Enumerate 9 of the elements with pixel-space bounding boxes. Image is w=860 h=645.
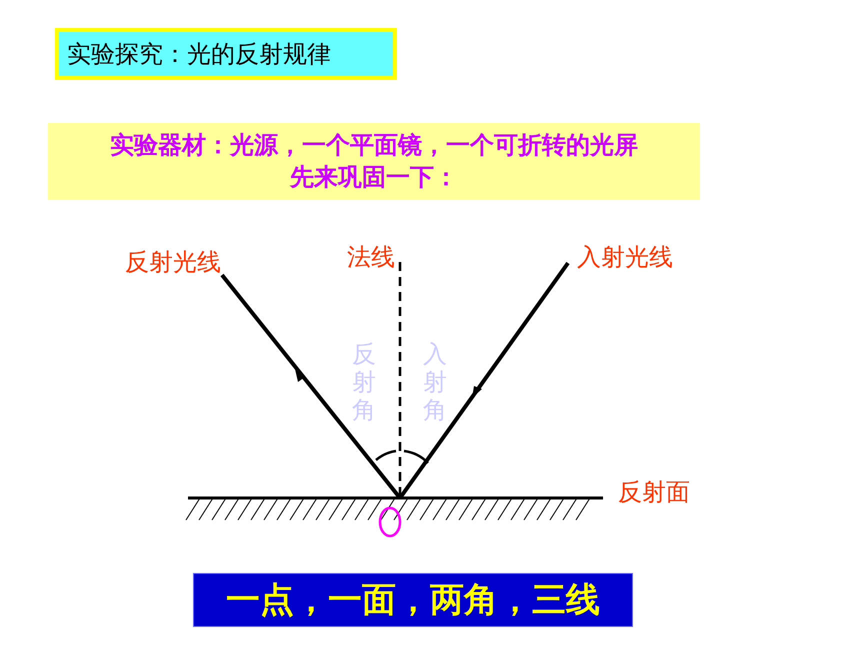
title-box: 实验探究：光的反射规律 bbox=[55, 28, 397, 80]
normal-label: 法线 bbox=[347, 243, 395, 271]
materials-box bbox=[48, 123, 700, 200]
text-line: 先来巩固一下： bbox=[290, 162, 458, 193]
text-line: 实验器材：光源，一个平面镜，一个可折转的光屏 bbox=[110, 130, 638, 161]
ray-label: 反射光线 bbox=[125, 248, 221, 276]
ray-label: 入射光线 bbox=[577, 243, 673, 271]
summary-banner: 一点，一面，两角，三线 bbox=[193, 573, 633, 627]
surface-label: 反射面 bbox=[618, 478, 690, 506]
